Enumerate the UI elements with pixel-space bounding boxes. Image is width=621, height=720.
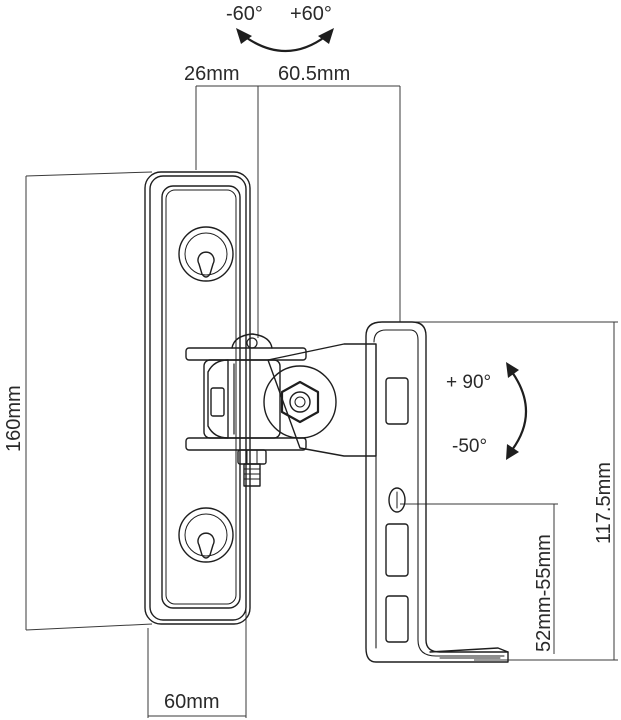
- bracket-foot-edge: [429, 647, 509, 653]
- wall-plate-height-dimension: 160mm: [3, 171, 153, 631]
- depth-dimensions: 26mm 60.5mm: [184, 63, 401, 338]
- swivel-arrow-left-icon: [236, 28, 252, 44]
- bracket-inner-edge: [373, 329, 505, 657]
- tilt-down-label: -50°: [452, 436, 487, 457]
- wall-plate-rim: [149, 175, 247, 621]
- wall-plate: [144, 171, 251, 625]
- swivel-arc: [242, 34, 328, 53]
- ball-detent: [231, 333, 273, 349]
- bracket-hole: [388, 487, 406, 513]
- bracket-height-label: 117.5mm: [593, 462, 615, 544]
- upper-keyhole-boss: [178, 226, 234, 282]
- wall-plate-recess: [161, 185, 241, 609]
- tilt-bolt-head: [289, 391, 311, 413]
- swivel-left-label: -60°: [226, 3, 263, 25]
- swivel-collar: [207, 359, 229, 439]
- height-ext-top: [25, 171, 153, 177]
- ball-detent-center: [246, 337, 258, 349]
- swivel-right-label: +60°: [290, 3, 332, 25]
- wall-plate-outer: [144, 171, 251, 625]
- depth-arm-label: 60.5mm: [278, 63, 350, 85]
- lower-keyhole-boss: [178, 507, 234, 563]
- wall-plate-inner: [165, 189, 237, 605]
- tilt-up-label: + 90°: [446, 372, 491, 393]
- tilt-arc: [510, 370, 528, 452]
- bottom-bolt-shaft: [243, 463, 261, 487]
- slot-spacing-dimension: 52mm-55mm: [400, 503, 558, 654]
- height-ext-bottom: [25, 623, 153, 631]
- wall-plate-height-label: 160mm: [3, 385, 25, 452]
- bracket-slot-middle: [385, 523, 409, 577]
- tilt-arrow-down-icon: [506, 444, 519, 460]
- tilt-annotation: + 90° -50°: [446, 362, 528, 460]
- wall-plate-width-dimension: 60mm: [147, 598, 247, 718]
- bracket-slot-bottom: [385, 595, 409, 643]
- depth-wall-plate-label: 26mm: [184, 63, 240, 85]
- upper-keyhole-icon: [197, 251, 215, 278]
- swivel-arm: [185, 333, 377, 487]
- tilt-hub-housing: [267, 343, 377, 457]
- upper-keyhole-ring: [184, 232, 228, 276]
- bottom-nut: [237, 449, 267, 465]
- lower-keyhole-icon: [197, 532, 215, 559]
- l-bracket: [365, 321, 509, 663]
- lower-keyhole-ring: [184, 513, 228, 557]
- tilt-bolt-center: [294, 396, 306, 408]
- tilt-hub-disc: [263, 365, 337, 439]
- swivel-rotation-annotation: -60° +60°: [226, 3, 334, 53]
- slot-spacing-label: 52mm-55mm: [533, 534, 555, 652]
- swivel-arrow-right-icon: [318, 28, 334, 44]
- wall-plate-width-label: 60mm: [164, 691, 220, 713]
- bracket-slot-top: [385, 377, 409, 425]
- tilt-hex-nut-icon: [280, 380, 320, 424]
- swivel-lock-tab: [210, 387, 225, 417]
- tilt-arrow-up-icon: [506, 362, 519, 378]
- bracket-outline: [365, 321, 509, 663]
- bracket-height-dimension: 117.5mm: [404, 321, 618, 661]
- swivel-body: [203, 359, 281, 439]
